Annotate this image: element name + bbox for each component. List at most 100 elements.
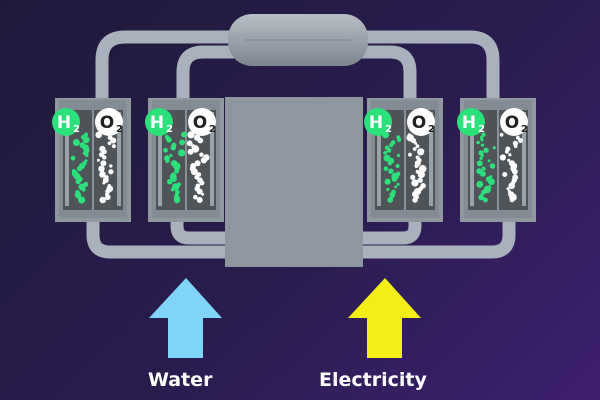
gas-bubble (383, 151, 387, 155)
gas-bubble (417, 170, 425, 179)
gas-bubble (506, 187, 510, 191)
gas-bubble (481, 166, 486, 171)
gas-bubble (190, 163, 197, 169)
gas-bubble (411, 179, 419, 187)
cathode (470, 112, 474, 206)
gas-bubble (169, 173, 177, 180)
hydrogen-subscript: 2 (478, 124, 485, 135)
gas-bubble (199, 152, 204, 157)
gas-bubble (179, 139, 186, 146)
hydrogen-label: H (369, 113, 383, 133)
gas-bubble (516, 135, 520, 140)
hydrogen-label: H (57, 113, 71, 133)
hydrogen-badge (52, 108, 80, 136)
gas-bubble (408, 152, 412, 157)
gas-bubble (163, 147, 168, 153)
gas-bubble (476, 160, 483, 167)
gas-bubble (194, 134, 201, 141)
gas-bubble (485, 176, 492, 182)
gas-bubble (104, 175, 109, 180)
gas-bubble (481, 132, 486, 137)
gas-bubble (489, 175, 493, 178)
cathode (65, 112, 69, 206)
gas-bubble (79, 142, 86, 149)
gas-bubble (167, 178, 173, 185)
gas-bubble (191, 144, 196, 149)
gas-bubble (487, 159, 491, 163)
gas-bubble (384, 178, 391, 185)
gas-bubble (196, 197, 203, 203)
gas-bubble (197, 177, 203, 183)
gas-bubble (512, 174, 519, 181)
gas-bubble (384, 145, 390, 150)
gas-bubble (417, 148, 425, 156)
hydrogen-label: H (150, 113, 164, 133)
gas-bubble (415, 155, 420, 160)
gas-bubble (164, 135, 170, 140)
gas-bubble (96, 158, 100, 162)
gas-bubble (417, 177, 423, 183)
gas-bubble (82, 161, 87, 166)
hydrogen-badge (457, 108, 485, 136)
water-label: Water (148, 369, 213, 391)
gas-bubble (84, 159, 88, 163)
gas-bubble (176, 182, 181, 187)
gas-bubble (478, 150, 484, 156)
gas-bubble (99, 145, 106, 153)
gas-bubble (507, 158, 511, 162)
gas-bubble (476, 140, 480, 145)
gas-bubble (72, 139, 80, 146)
oxygen-label: O (193, 113, 207, 133)
gas-bubble (100, 160, 107, 167)
gas-bubble (483, 147, 489, 153)
gas-bubble (394, 185, 398, 189)
gas-bubble (415, 144, 420, 149)
electricity-arrow (348, 278, 421, 358)
hydrogen-subscript: 2 (166, 124, 173, 135)
gas-bubble (480, 138, 484, 142)
gas-bubble (492, 146, 496, 150)
oxygen-badge (407, 108, 435, 136)
gas-bubble (420, 183, 426, 189)
gas-bubble (98, 165, 105, 172)
gas-bubble (487, 185, 492, 189)
gas-bubble (482, 197, 488, 203)
gas-bubble (412, 147, 417, 151)
gas-bubble (108, 169, 114, 175)
gas-bubble (75, 190, 80, 195)
oxygen-badge (500, 108, 528, 136)
oxygen-label: O (412, 113, 426, 133)
gas-bubble (476, 168, 483, 175)
hydrogen-badge (145, 108, 173, 136)
gas-bubble (507, 189, 511, 194)
oxygen-subscript: 2 (116, 124, 123, 135)
gas-bubble (419, 165, 427, 173)
gas-bubble (164, 155, 170, 162)
anode (429, 112, 433, 206)
oxygen-label: O (100, 113, 114, 133)
anode (210, 112, 214, 206)
gas-bubble (415, 169, 420, 174)
gas-bubble (489, 163, 496, 169)
gas-bubble (175, 189, 180, 195)
oxygen-subscript: 2 (428, 124, 435, 135)
gas-bubble (111, 144, 116, 149)
gas-bubble (518, 138, 523, 143)
gas-bubble (171, 142, 177, 148)
gas-bubble (71, 169, 77, 174)
gas-bubble (99, 196, 107, 204)
gas-bubble (479, 156, 483, 160)
anode (522, 112, 526, 206)
hydrogen-subscript: 2 (385, 124, 392, 135)
gas-bubble (383, 166, 389, 171)
gas-bubble (476, 180, 484, 188)
gas-bubble (499, 154, 506, 161)
gas-bubble (187, 131, 195, 139)
gas-bubble (502, 172, 508, 177)
hydrogen-subscript: 2 (73, 124, 80, 135)
